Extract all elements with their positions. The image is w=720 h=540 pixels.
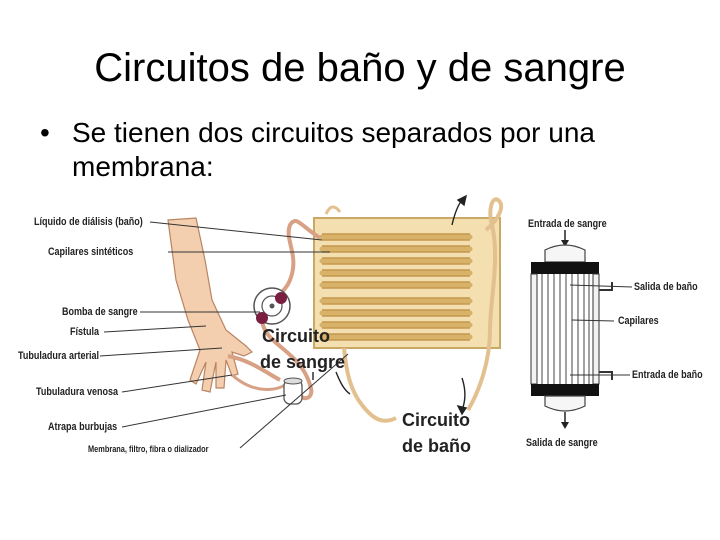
bath-tube-out: [466, 197, 504, 412]
label-dialysis-fluid: Líquido de diálisis (baño): [34, 216, 143, 228]
bath-circuit-label-line1: Circuito: [402, 410, 471, 430]
label-bath-out: Salida de baño: [634, 281, 698, 293]
capillary-tubes-upper: [319, 234, 473, 288]
blood-circuit-label-line1: Circuito: [262, 326, 331, 346]
label-fistula: Fístula: [70, 326, 100, 338]
capillary-tubes-lower: [319, 298, 473, 340]
label-membrane: Membrana, filtro, fibra o dializador: [88, 444, 209, 454]
dialyzer-cross-section: [530, 230, 633, 429]
label-bubble-trap: Atrapa burbujas: [48, 421, 118, 433]
arm-illustration: [167, 217, 254, 393]
bath-tube-in: [342, 347, 397, 423]
leader-lines: [99, 221, 349, 449]
label-bath-in: Entrada de baño: [632, 369, 703, 381]
blood-pump: [253, 287, 291, 325]
blood-circuit-label-line2: de sangre: [260, 352, 346, 372]
bullet-text: Se tienen dos circuitos separados por un…: [72, 117, 595, 182]
bubble-trap: [283, 377, 303, 405]
label-blood-out: Salida de sangre: [526, 437, 598, 449]
label-arterial-tubing: Tubuladura arterial: [18, 350, 100, 362]
label-capillaries: Capilares: [618, 315, 659, 327]
label-synthetic-capillaries: Capilares sintéticos: [48, 246, 134, 258]
flow-arrows: [312, 194, 468, 416]
label-blood-in: Entrada de sangre: [528, 218, 607, 230]
bath-circuit-label-line2: de baño: [402, 436, 472, 456]
label-venous-tubing: Tubuladura venosa: [36, 386, 119, 398]
label-blood-pump: Bomba de sangre: [62, 306, 138, 318]
slide-title: Circuitos de baño y de sangre: [94, 46, 626, 90]
bullet-dot: •: [40, 117, 50, 148]
